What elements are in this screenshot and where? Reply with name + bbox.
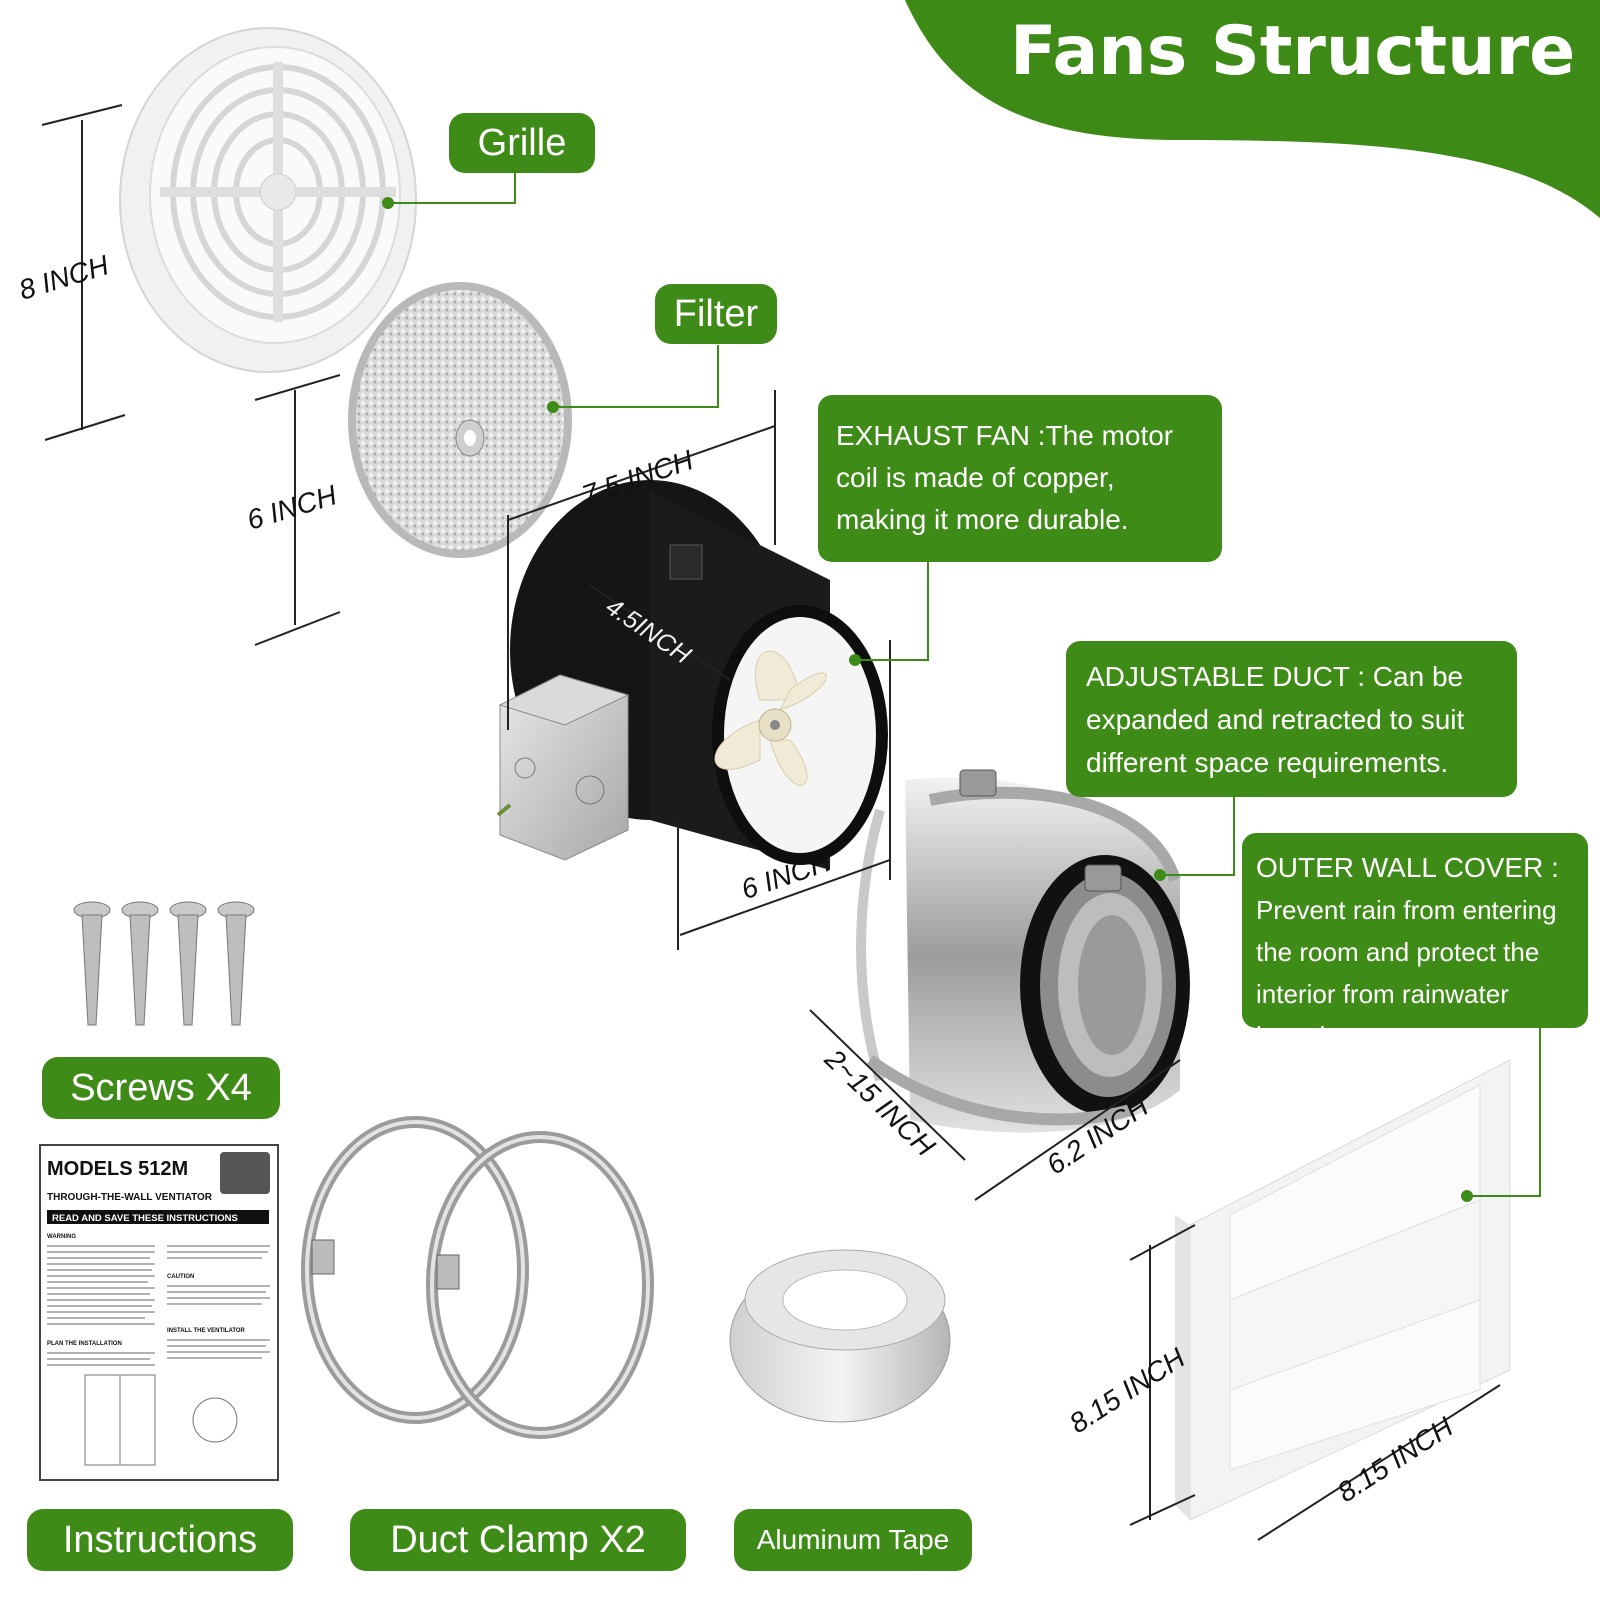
exhaust-fan-image: [496, 480, 888, 870]
exhaust-fan-text: EXHAUST FAN :The motor coil is made of c…: [836, 420, 1174, 535]
manual-install-heading: INSTALL THE VENTILATOR: [167, 1328, 246, 1334]
adjustable-duct-callout: ADJUSTABLE DUCT : Can be expanded and re…: [1066, 641, 1517, 797]
duct-clamp-label: Duct Clamp X2: [350, 1509, 686, 1571]
page-title: Fans Structure: [1010, 12, 1576, 91]
screw: [217, 901, 255, 1026]
aluminum-tape-label: Aluminum Tape: [734, 1509, 972, 1571]
outer-wall-cover-text: Prevent rain from entering the room and …: [1256, 895, 1557, 1051]
filter-label: Filter: [655, 284, 777, 344]
screw: [121, 901, 159, 1026]
instruction-manual-image: MODELS 512M THROUGH-THE-WALL VENTIATOR R…: [39, 1144, 279, 1481]
manual-body-lines: [47, 1245, 270, 1366]
manual-plan-heading: PLAN THE INSTALLATION: [47, 1341, 122, 1347]
outer-wall-cover-callout: OUTER WALL COVER : Prevent rain from ent…: [1242, 833, 1588, 1051]
aluminum-tape-image: [729, 1249, 951, 1423]
dimension-lines: [41, 104, 1501, 1541]
filter-image: [348, 282, 572, 558]
duct-clamps-image: [301, 1116, 654, 1439]
exhaust-fan-callout: EXHAUST FAN :The motor coil is made of c…: [818, 395, 1222, 562]
screw: [73, 901, 111, 1026]
instructions-label: Instructions: [27, 1509, 293, 1571]
grille-image: [119, 27, 417, 373]
outer-wall-cover-image: [1175, 1059, 1511, 1521]
leader-dots: [382, 197, 1473, 1202]
leader-lines: [388, 172, 1541, 1197]
screw: [169, 901, 207, 1026]
screws-label: Screws X4: [42, 1057, 280, 1119]
manual-caution-heading: CAUTION: [167, 1274, 194, 1280]
title-banner: [905, 0, 1600, 218]
adjustable-duct-image: [856, 769, 1190, 1133]
screws-image: [73, 901, 255, 1026]
outer-wall-cover-title: OUTER WALL COVER :: [1256, 852, 1559, 883]
manual-subtitle: THROUGH-THE-WALL VENTIATOR: [47, 1192, 213, 1203]
grille-label: Grille: [449, 113, 595, 173]
adjustable-duct-text: ADJUSTABLE DUCT : Can be expanded and re…: [1086, 661, 1465, 778]
manual-warning-heading: WARNING: [47, 1234, 76, 1240]
manual-banner: READ AND SAVE THESE INSTRUCTIONS: [52, 1213, 238, 1224]
manual-model: MODELS 512M: [47, 1158, 188, 1180]
